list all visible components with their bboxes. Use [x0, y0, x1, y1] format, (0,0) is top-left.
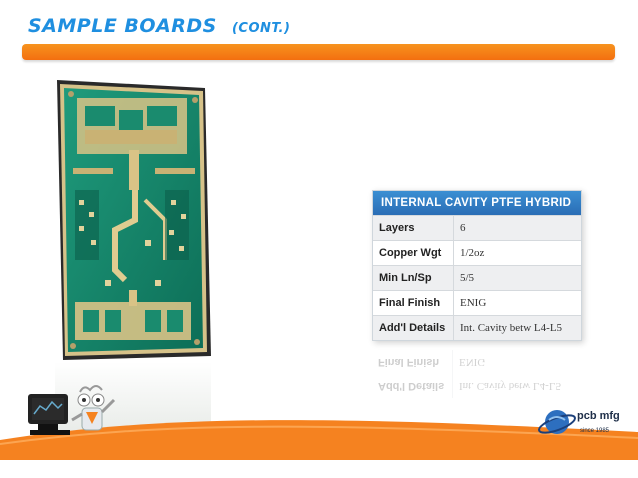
row-value: 5/5 [453, 266, 581, 290]
reflect-row: Final Finish ENIG [372, 350, 580, 374]
row-value: 1/2oz [453, 241, 581, 265]
logo-brand: pcb mfg [577, 410, 620, 422]
row-key: Final Finish [379, 297, 441, 309]
globe-icon [538, 410, 576, 434]
reflect-value: Int. Cavity betw L4-L5 [452, 374, 580, 398]
row-value: Int. Cavity betw L4-L5 [453, 316, 581, 340]
table-row: Layers 6 [373, 215, 581, 240]
table-row: Add'l Details Int. Cavity betw L4-L5 [373, 315, 581, 340]
orange-header-bar [22, 44, 615, 60]
row-key: Copper Wgt [379, 247, 442, 259]
row-value: 6 [453, 216, 581, 240]
logo-since: since 1985 [580, 428, 610, 434]
slide-title: SAMPLE BOARDS (CONT.) [28, 15, 290, 37]
pcb-board-image [55, 80, 211, 360]
spec-table: INTERNAL CAVITY PTFE HYBRID Layers 6 Cop… [372, 190, 582, 341]
pcb-mfg-logo: pcb mfg since 1985 [537, 402, 632, 442]
slide-title-main: SAMPLE BOARDS [28, 15, 217, 37]
reflect-value: ENIG [452, 350, 580, 374]
table-row: Min Ln/Sp 5/5 [373, 265, 581, 290]
row-key: Layers [379, 222, 415, 234]
row-key: Min Ln/Sp [379, 272, 432, 284]
row-key: Add'l Details [379, 322, 446, 334]
row-value: ENIG [453, 291, 581, 315]
table-row: Final Finish ENIG [373, 290, 581, 315]
reflect-row: Add'l Details Int. Cavity betw L4-L5 [372, 374, 580, 398]
spec-table-header: INTERNAL CAVITY PTFE HYBRID [373, 191, 581, 215]
reflect-key: Add'l Details [378, 380, 445, 392]
mascot-computer-icon [24, 372, 119, 444]
reflect-key: Final Finish [378, 356, 440, 368]
spec-table-reflection: Add'l Details Int. Cavity betw L4-L5 Fin… [372, 338, 580, 398]
bottom-swoosh [0, 420, 638, 460]
table-row: Copper Wgt 1/2oz [373, 240, 581, 265]
slide-title-sub: (CONT.) [231, 21, 291, 36]
